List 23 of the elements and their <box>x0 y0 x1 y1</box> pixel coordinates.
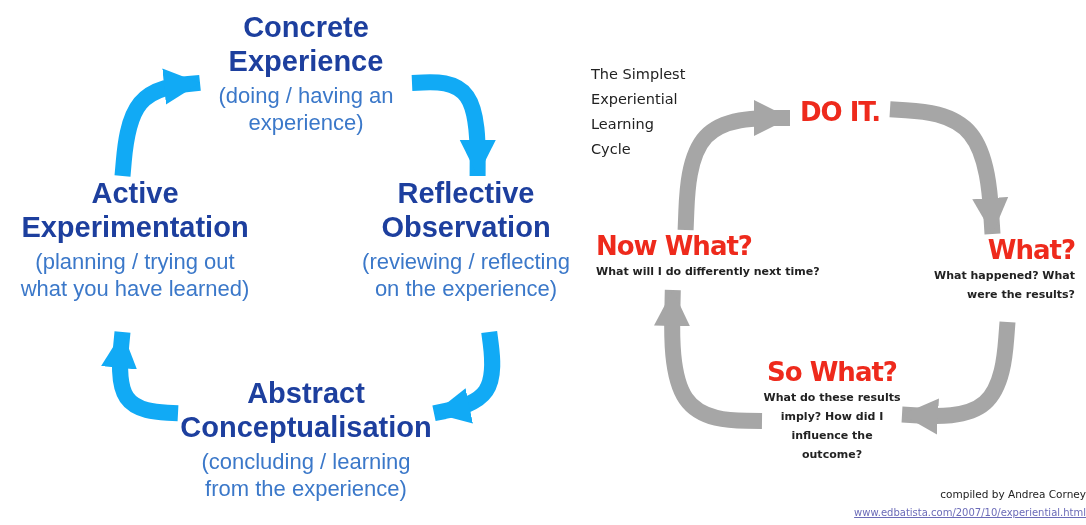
stage-description: (reviewing / reflecting on the experience) <box>361 248 571 302</box>
stage-heading: What? <box>986 234 1075 266</box>
stage-description: (doing / having an experience) <box>217 82 395 136</box>
curved-arrow <box>901 321 1016 435</box>
stage-heading: Now What? <box>596 230 753 262</box>
stage-description: (concluding / learning from the experience) <box>200 448 412 502</box>
source-link: www.edbatista.com/2007/10/experiential.html <box>853 506 1086 520</box>
stage-heading: So What? <box>766 356 898 388</box>
curved-arrow <box>654 289 763 429</box>
stage-heading: Active Experimentation <box>20 176 250 244</box>
credit-note: compiled by Andrea Corney <box>939 487 1086 501</box>
cycle-title: The Simplest Experiential Learning Cycle <box>591 65 686 159</box>
stage-description: What do these results imply? How did I influence the outcome? <box>762 390 902 463</box>
stage-description: What happened? What were the results? <box>933 268 1075 303</box>
stage-heading: DO IT. <box>798 96 882 128</box>
stage-description: (planning / trying out what you have learned) <box>19 248 251 302</box>
stage-description: What will I do differently next time? <box>596 264 821 280</box>
stage-heading: Concrete Experience <box>227 10 385 78</box>
curved-arrow <box>114 68 201 177</box>
stage-heading: Reflective Observation <box>380 176 552 244</box>
curved-arrow <box>677 100 790 231</box>
curved-arrow <box>889 101 1009 235</box>
stage-heading: Abstract Conceptualisation <box>179 376 433 444</box>
